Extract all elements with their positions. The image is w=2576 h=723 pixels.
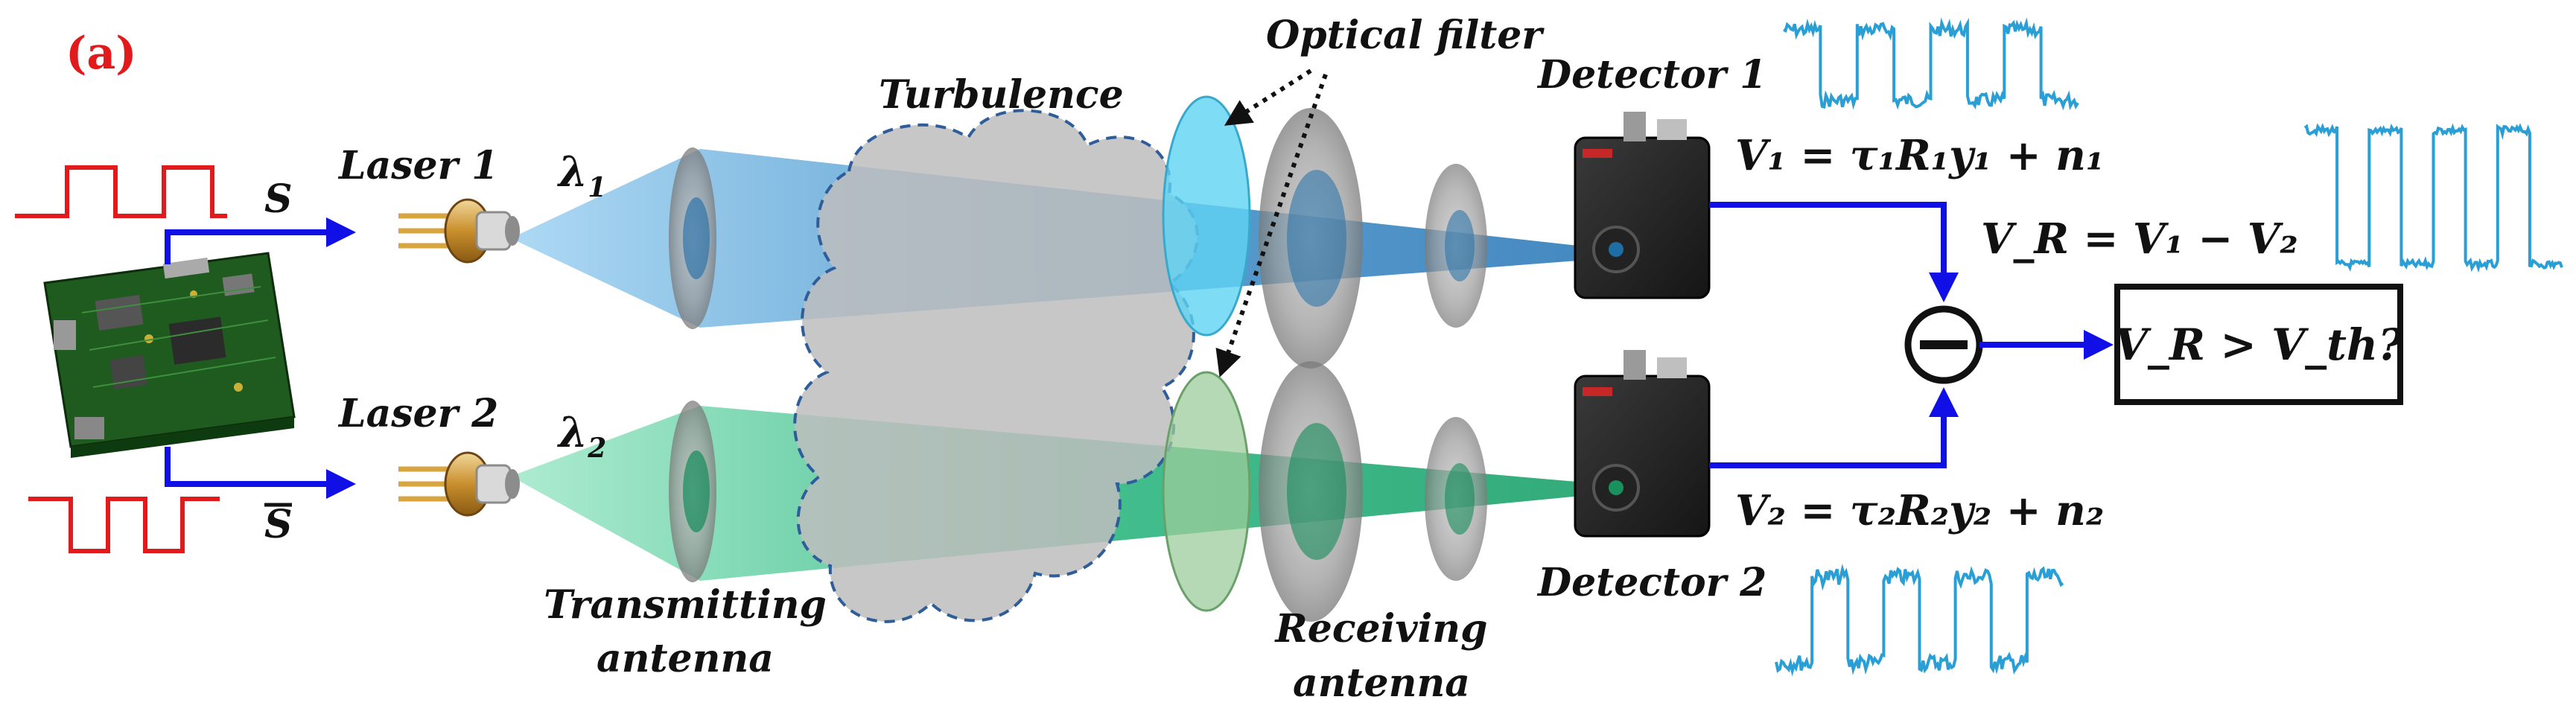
arrow-s-bar <box>165 447 356 499</box>
panel-label: (a) <box>66 28 137 80</box>
transmitting-antenna-lens-1 <box>669 147 716 329</box>
input-waveform-s-bar <box>28 497 220 553</box>
receiving-antenna-lens-4 <box>1425 417 1487 581</box>
arrow-v2 <box>1709 387 1959 468</box>
optical-filter-1 <box>1162 95 1251 337</box>
waveform-output <box>2303 122 2563 273</box>
lambda-1-label: λ1 <box>557 147 606 203</box>
laser-2-label: Laser 2 <box>337 391 498 436</box>
filter-pointer-2 <box>1215 74 1328 378</box>
detector-2-label: Detector 2 <box>1536 560 1766 605</box>
decision-equation: V_R > V_th? <box>2114 319 2404 370</box>
equation-vr: V_R = V₁ − V₂ <box>1981 214 2298 264</box>
optical-filter-label: Optical filter <box>1266 13 1545 58</box>
signal-s-bar-label: S <box>264 502 293 547</box>
turbulence-label: Turbulence <box>879 72 1124 118</box>
optical-filter-2 <box>1162 371 1251 612</box>
turbulence-cloud <box>793 109 1199 623</box>
receiving-antenna-lens-3 <box>1425 164 1487 328</box>
transmitting-antenna-label-1: Transmitting <box>544 582 827 628</box>
detector-2-icon <box>1574 350 1711 538</box>
detector-1-label: Detector 1 <box>1536 52 1766 98</box>
transmitting-antenna-lens-2 <box>669 401 716 582</box>
laser-1-diode-icon <box>398 198 520 264</box>
circuit-board-icon <box>43 252 296 458</box>
arrow-s <box>165 217 356 264</box>
equation-v1: V₁ = τ₁R₁y₁ + n₁ <box>1735 131 2104 180</box>
signal-s-label: S <box>264 176 293 222</box>
lambda-2-label: λ2 <box>557 408 606 464</box>
waveform-detector-1 <box>1783 17 2079 111</box>
transmitting-antenna-label-2: antenna <box>597 636 774 681</box>
detector-1-icon <box>1574 112 1711 299</box>
receiving-antenna-lens-2 <box>1259 361 1363 622</box>
laser-1-label: Laser 1 <box>337 143 498 188</box>
equation-v2: V₂ = τ₂R₂y₂ + n₂ <box>1735 486 2104 535</box>
subtractor-icon <box>1904 305 1983 384</box>
decision-box <box>2114 284 2403 405</box>
laser-2-diode-icon <box>398 451 520 517</box>
receiving-antenna-lens-1 <box>1259 108 1363 369</box>
input-waveform-s <box>15 165 227 218</box>
arrow-v1 <box>1709 202 1959 302</box>
receiving-antenna-label-1: Receiving <box>1274 606 1488 652</box>
waveform-detector-2 <box>1775 564 2064 677</box>
receiving-antenna-label-2: antenna <box>1293 660 1470 706</box>
